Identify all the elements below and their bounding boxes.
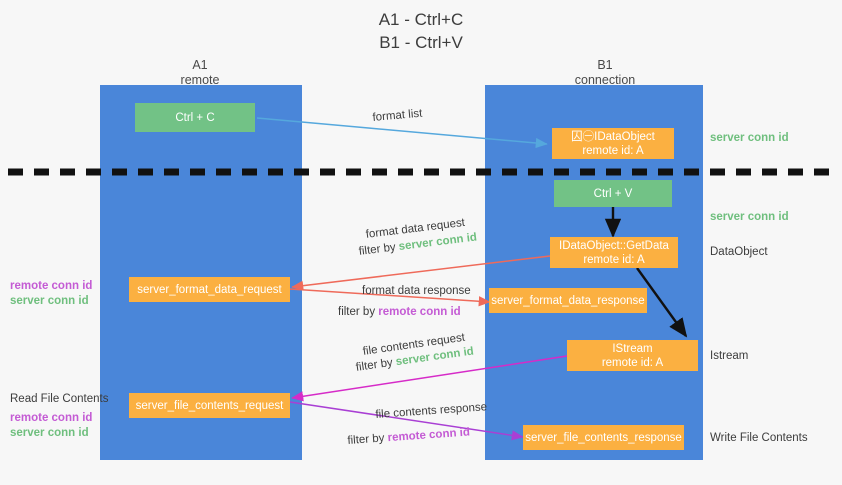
arrow-file-contents-request	[291, 355, 568, 402]
box-server-format-data-request[interactable]: server_format_data_request	[129, 277, 290, 302]
box-server-format-data-response-label: server_format_data_response	[491, 294, 645, 307]
annotation-server-conn-id-1: server conn id	[710, 132, 789, 144]
annotation-server-conn-id-2: server conn id	[710, 211, 789, 223]
arrow-format-data-response	[289, 288, 491, 307]
lane-header-a1-name: A1	[192, 58, 208, 72]
title-line-2: B1 - Ctrl+V	[379, 33, 463, 52]
annotation-conn-id-pair-mid: remote conn id server conn id	[10, 279, 92, 309]
annotation-write-file-contents: Write File Contents	[710, 432, 808, 444]
annotation-server-conn-id-mid: server conn id	[10, 295, 89, 307]
box-server-file-contents-response[interactable]: server_file_contents_response	[523, 425, 684, 450]
box-server-file-contents-request-label: server_file_contents_request	[135, 399, 284, 412]
box-getdata-line1: IDataObject::GetData	[559, 239, 669, 252]
lane-header-b1-role: connection	[574, 73, 636, 87]
arrow-file-contents-response	[289, 401, 524, 441]
annotation-conn-id-pair-bottom: remote conn id server conn id	[10, 411, 92, 441]
arrow-format-data-request	[291, 255, 551, 291]
annotation-server-conn-id-bottom: server conn id	[10, 427, 89, 439]
label-format-data-response-filter-value: remote conn id	[378, 306, 461, 318]
annotation-istream: Istream	[710, 350, 749, 362]
arrow-format-list	[256, 117, 548, 149]
page-title: A1 - Ctrl+C B1 - Ctrl+V	[0, 8, 842, 54]
box-ctrl-c[interactable]: Ctrl + C	[135, 103, 255, 132]
box-idataobject-top-line1: 囚㊀IDataObject	[571, 130, 655, 143]
lane-header-b1-name: B1	[597, 58, 613, 72]
arrow-getdata-to-istream	[636, 267, 688, 338]
box-ctrl-v[interactable]: Ctrl + V	[554, 180, 672, 207]
label-format-data-response: format data response	[362, 285, 471, 297]
box-ctrl-c-label: Ctrl + C	[175, 111, 215, 124]
box-idataobject-top-line2: remote id: A	[582, 144, 644, 157]
box-getdata[interactable]: IDataObject::GetData remote id: A	[550, 237, 678, 268]
lane-header-a1-role: remote	[180, 73, 220, 87]
label-file-contents-response-filter-prefix: filter by	[347, 432, 389, 447]
box-server-file-contents-response-label: server_file_contents_response	[525, 431, 682, 444]
box-ctrl-v-label: Ctrl + V	[593, 187, 633, 200]
lane-header-a1: A1 remote	[140, 58, 260, 88]
annotation-read-file-contents: Read File Contents	[10, 393, 109, 405]
box-istream-line2: remote id: A	[601, 356, 664, 369]
label-format-data-request-filter-prefix: filter by	[358, 241, 400, 258]
title-line-1: A1 - Ctrl+C	[378, 10, 464, 29]
label-format-data-response-filter-prefix: filter by	[338, 306, 379, 318]
box-idataobject-top[interactable]: 囚㊀IDataObject remote id: A	[552, 128, 674, 159]
annotation-remote-conn-id-bottom: remote conn id	[10, 412, 93, 424]
box-server-format-data-response[interactable]: server_format_data_response	[489, 288, 647, 313]
annotation-dataobject: DataObject	[710, 246, 768, 258]
box-getdata-line2: remote id: A	[583, 253, 645, 266]
box-istream-line1: IStream	[612, 342, 653, 355]
box-server-file-contents-request[interactable]: server_file_contents_request	[129, 393, 290, 418]
label-format-data-response-filter: filter by remote conn id	[338, 305, 461, 320]
annotation-remote-conn-id-mid: remote conn id	[10, 280, 93, 292]
box-server-format-data-request-label: server_format_data_request	[137, 283, 282, 296]
box-istream[interactable]: IStream remote id: A	[567, 340, 698, 371]
lane-header-b1: B1 connection	[545, 58, 665, 88]
